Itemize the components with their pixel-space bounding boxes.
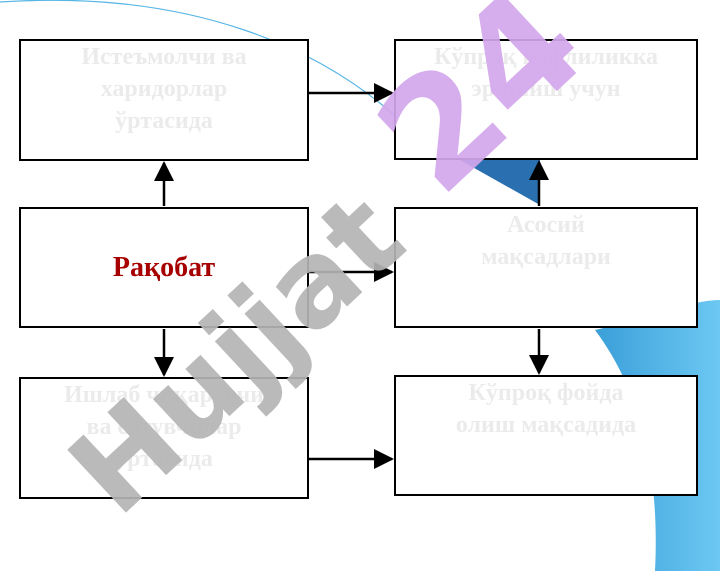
box-competition: Рақобат [19, 207, 309, 328]
box-main-goals: Асосий мақсадлари [394, 207, 698, 328]
box-producers-sellers: Ишлаб чиқарувчи ва сотувчилар ўртасида [19, 377, 309, 499]
box-label: Истеъмолчи ва харидорлар ўртасида [81, 44, 247, 134]
box-label: Кўпроқ нафлиликка эришиш учун [433, 44, 659, 102]
box-label: Ишлаб чиқарувчи ва сотувчилар ўртасида [63, 382, 265, 472]
box-more-utility: Кўпроқ нафлиликка эришиш учун [394, 39, 698, 160]
dark-blue-wedge [460, 160, 540, 205]
box-label: Асосий мақсадлари [481, 212, 611, 270]
box-consumers-buyers: Истеъмолчи ва харидорлар ўртасида [19, 39, 309, 161]
center-label: Рақобат [112, 251, 216, 283]
box-more-profit: Кўпроқ фойда олиш мақсадида [394, 375, 698, 496]
thin-arc-line [0, 0, 431, 151]
box-label: Кўпроқ фойда олиш мақсадида [455, 380, 637, 438]
